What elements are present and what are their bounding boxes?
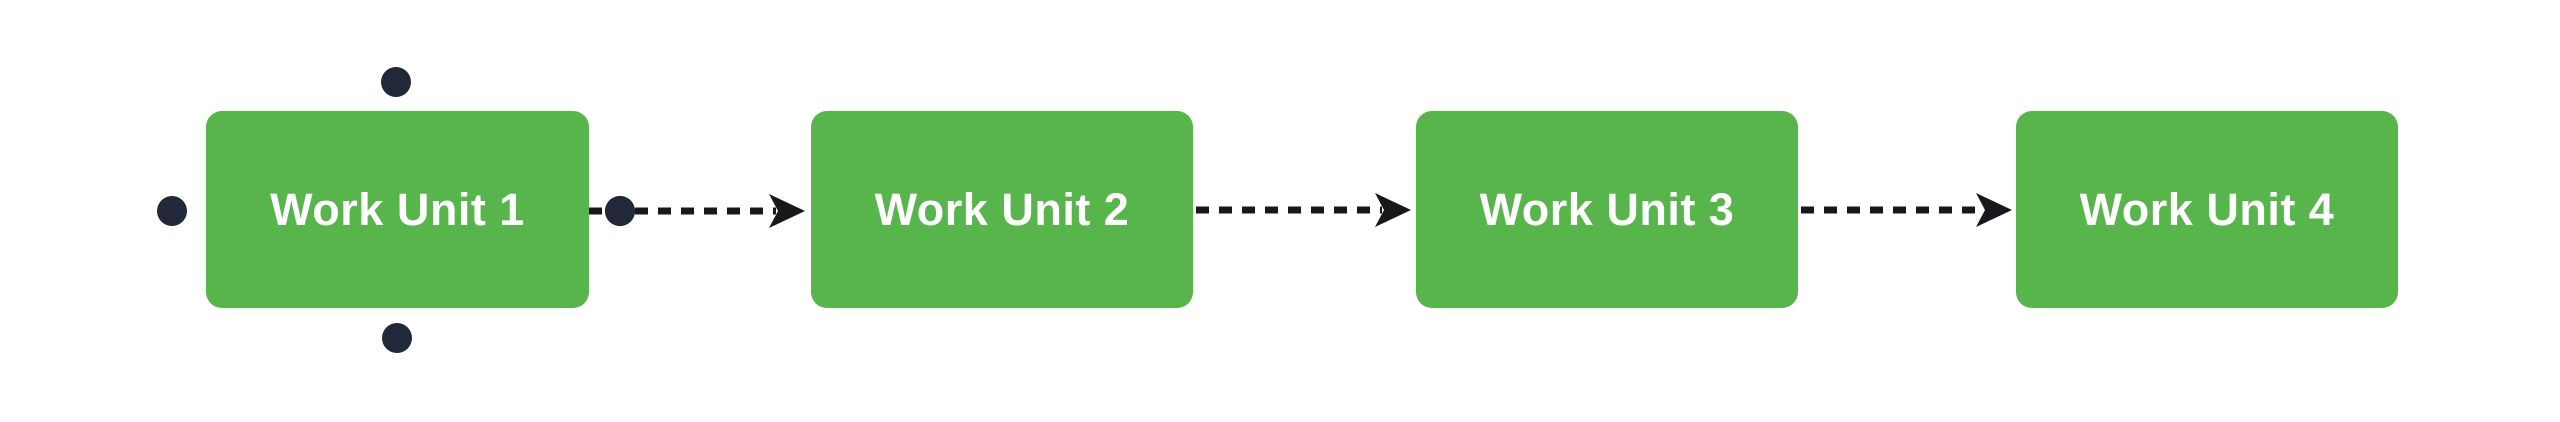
node-work-unit-2[interactable]: Work Unit 2 xyxy=(811,111,1193,308)
node-work-unit-1[interactable]: Work Unit 1 xyxy=(206,111,589,308)
connection-handle-bottom[interactable] xyxy=(382,323,412,353)
node-label: Work Unit 1 xyxy=(270,183,525,235)
arrowhead-icon xyxy=(1375,193,1411,227)
connection-handle-left[interactable] xyxy=(157,196,187,226)
node-label: Work Unit 4 xyxy=(2079,183,2335,235)
edge-unit3-unit4[interactable] xyxy=(1801,193,2012,227)
node-label: Work Unit 2 xyxy=(874,183,1130,235)
arrowhead-icon xyxy=(1976,193,2012,227)
arrowhead-icon xyxy=(769,194,805,228)
connection-handle-right[interactable] xyxy=(605,196,635,226)
edge-unit2-unit3[interactable] xyxy=(1196,193,1411,227)
node-work-unit-4[interactable]: Work Unit 4 xyxy=(2016,111,2398,308)
node-work-unit-3[interactable]: Work Unit 3 xyxy=(1416,111,1798,308)
connection-handle-top[interactable] xyxy=(381,67,411,97)
node-label: Work Unit 3 xyxy=(1479,183,1735,235)
